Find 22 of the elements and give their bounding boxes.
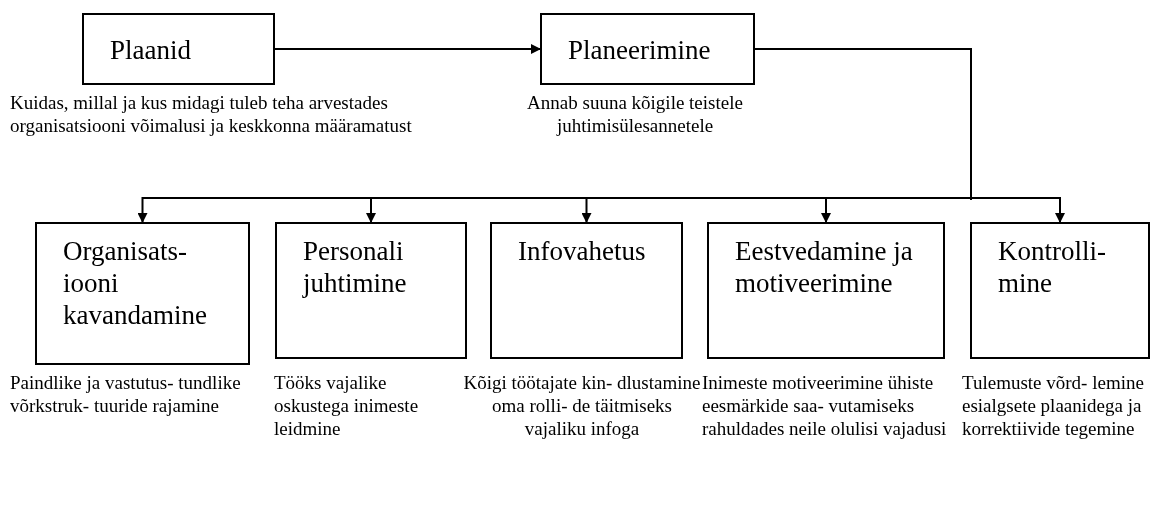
process-box: [707, 222, 945, 359]
box-label: Organisats- iooni kavandamine: [63, 236, 208, 332]
box-label: Kontrolli- mine: [998, 236, 1107, 300]
description-text: Tulemuste võrd- lemine esialgsete plaanidega ja korrektiivide tegemine: [962, 372, 1145, 441]
description-text: Tööks vajalike oskustega inimeste leidmine: [273, 372, 420, 441]
description-text: Kõigi töötajate kin- dlustamine oma rolli- de täitmiseks vajaliku infoga: [462, 372, 702, 441]
process-box: [970, 222, 1150, 359]
description-text: Kuidas, millal ja kus midagi tuleb teha arvestades organisatsiooni võimalusi ja keskkonna määramatust: [10, 92, 413, 138]
description-text: Annab suuna kõigile teistele juhtimisülesannetele: [526, 92, 744, 138]
process-box: [540, 13, 755, 85]
box-label: Plaanid: [110, 35, 192, 67]
description-text: Paindlike ja vastutus- tundlike võrkstruk- tuuride rajamine: [10, 372, 242, 418]
box-label: Personali juhtimine: [303, 236, 408, 300]
process-box: [35, 222, 250, 365]
description-text: Inimeste motiveerimine ühiste eesmärkide saa- vutamiseks rahuldades neile olulisi vajadusi: [702, 372, 948, 441]
process-box: [490, 222, 683, 359]
process-box: [275, 222, 467, 359]
box-label: Eestvedamine ja motiveerimine: [735, 236, 914, 300]
process-box: [82, 13, 275, 85]
box-label: Infovahetus: [518, 236, 647, 268]
arrow: [274, 44, 541, 54]
box-label: Planeerimine: [568, 35, 712, 67]
